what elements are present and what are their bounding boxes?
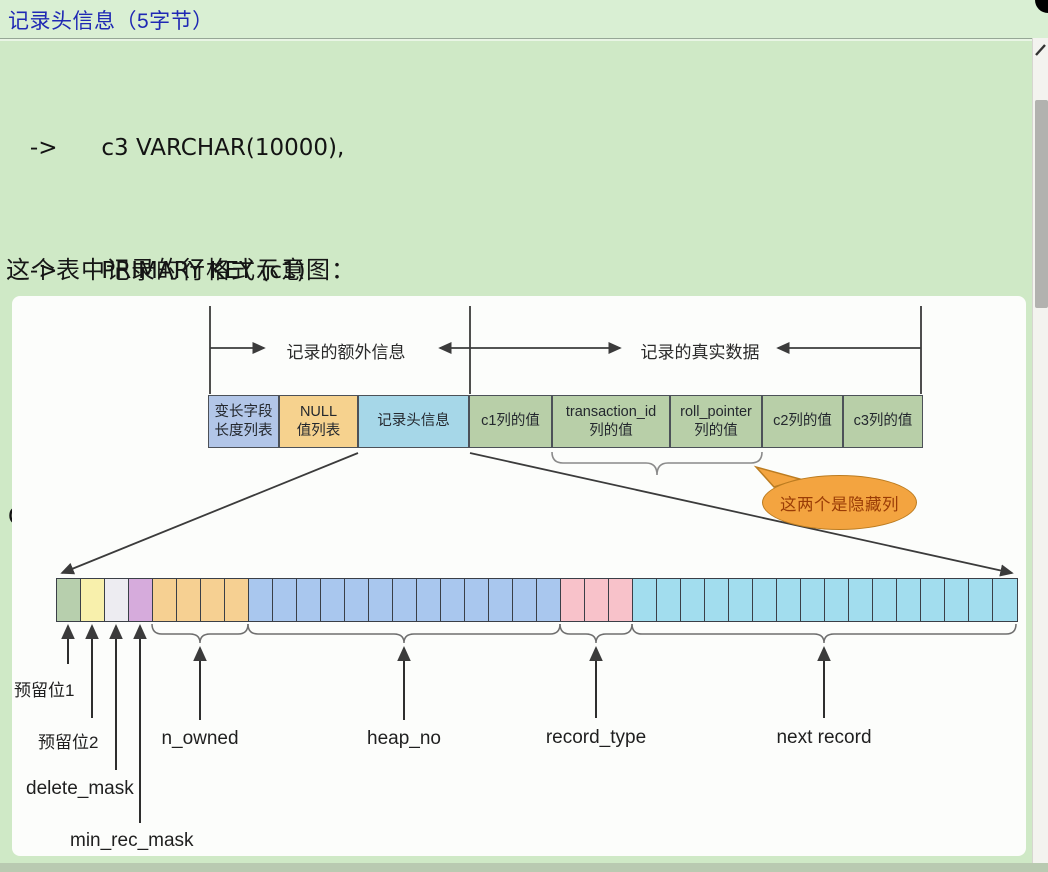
bit-cell xyxy=(81,579,105,621)
bit-cell xyxy=(201,579,225,621)
bit-cell xyxy=(969,579,993,621)
bottom-strip xyxy=(0,863,1048,872)
bit-cell xyxy=(825,579,849,621)
bit-cell xyxy=(585,579,609,621)
bit-cell xyxy=(657,579,681,621)
bit-cell xyxy=(753,579,777,621)
bit-cell xyxy=(801,579,825,621)
bit-label-delete-mask: delete_mask xyxy=(26,778,134,799)
bit-cell xyxy=(609,579,633,621)
section-label-extra-info: 记录的额外信息 xyxy=(286,343,406,362)
sql-line: -> PRIMARY KEY (c1) xyxy=(8,258,306,284)
bit-cell xyxy=(705,579,729,621)
bit-cell xyxy=(681,579,705,621)
column-box: c2列的值 xyxy=(762,395,843,448)
bit-cell xyxy=(321,579,345,621)
bit-cell xyxy=(633,579,657,621)
bit-label-min-rec-mask: min_rec_mask xyxy=(70,830,194,851)
bit-cell xyxy=(417,579,441,621)
sql-line: -> c3 VARCHAR(10000), xyxy=(8,135,345,161)
window-title-bar: 记录头信息（5字节） xyxy=(0,0,1048,39)
bit-cell xyxy=(249,579,273,621)
vertical-scrollbar[interactable] xyxy=(1032,38,1048,872)
bit-cell xyxy=(561,579,585,621)
bit-cell xyxy=(57,579,81,621)
bit-cell xyxy=(465,579,489,621)
bit-label-record-type: record_type xyxy=(545,727,647,748)
bit-cell xyxy=(105,579,129,621)
bit-cell xyxy=(297,579,321,621)
hidden-columns-bubble: 这两个是隐藏列 xyxy=(762,475,917,530)
caption-text: 这个表中记录的行格式示意图： xyxy=(6,258,356,284)
bit-cell xyxy=(849,579,873,621)
bit-label-reserved1: 预留位1 xyxy=(14,681,75,700)
scrollbar-thumb[interactable] xyxy=(1034,100,1048,308)
column-box: c3列的值 xyxy=(843,395,923,448)
bit-cell xyxy=(897,579,921,621)
bit-cell xyxy=(441,579,465,621)
bit-cell xyxy=(177,579,201,621)
bit-cell xyxy=(993,579,1017,621)
bit-cell xyxy=(153,579,177,621)
column-box: 记录头信息 xyxy=(358,395,469,448)
bit-cell xyxy=(129,579,153,621)
section-label-real-data: 记录的真实数据 xyxy=(640,343,760,362)
bit-label-reserved2: 预留位2 xyxy=(38,733,99,752)
bit-label-next-record: next record xyxy=(776,727,872,748)
bit-cell xyxy=(225,579,249,621)
bit-cell xyxy=(273,579,297,621)
bit-cell xyxy=(729,579,753,621)
bit-cell xyxy=(513,579,537,621)
bit-cell xyxy=(873,579,897,621)
pencil-icon[interactable] xyxy=(1035,43,1047,57)
bit-cell xyxy=(369,579,393,621)
page-title: 记录头信息（5字节） xyxy=(8,10,214,33)
bit-cell xyxy=(345,579,369,621)
bit-cell xyxy=(945,579,969,621)
bit-cell-row xyxy=(56,578,1018,622)
bit-cell xyxy=(537,579,561,621)
diagram-lines xyxy=(60,306,1017,823)
column-box: c1列的值 xyxy=(469,395,552,448)
bit-label-heap-no: heap_no xyxy=(367,728,441,749)
bit-cell xyxy=(921,579,945,621)
bit-cell xyxy=(777,579,801,621)
column-box: 变长字段长度列表 xyxy=(208,395,279,448)
bit-label-n-owned: n_owned xyxy=(161,728,239,749)
bit-cell xyxy=(393,579,417,621)
bit-cell xyxy=(489,579,513,621)
